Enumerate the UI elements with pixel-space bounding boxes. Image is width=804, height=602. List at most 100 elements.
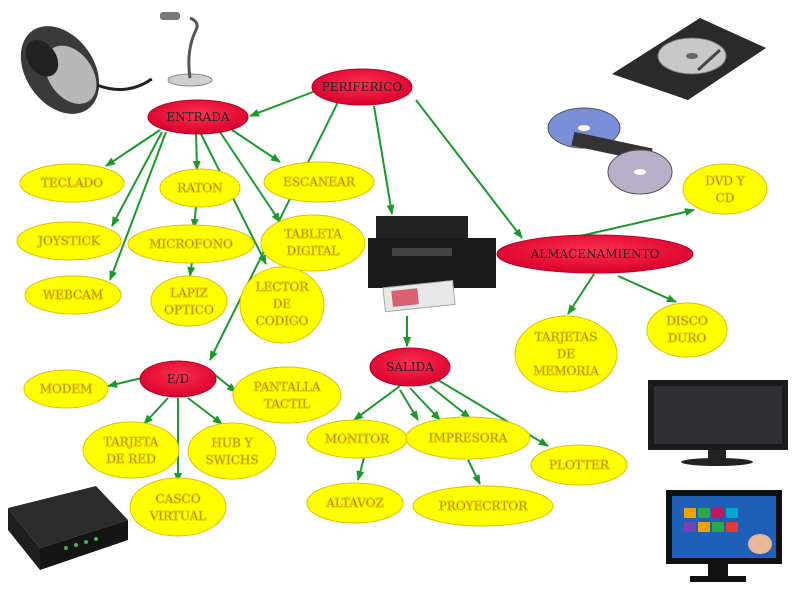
arrow-ed-hub (187, 397, 223, 425)
node-microfono: MICROFONO (127, 224, 255, 264)
node-salida-label: SALIDA (386, 360, 434, 374)
node-altavoz: ALTAVOZ (306, 482, 404, 524)
node-periferico-label: PERIFERICO (322, 80, 403, 94)
node-plotter: PLOTTER (530, 444, 628, 486)
node-dvd-cd: DVD Y CD (682, 163, 768, 215)
arrow-salida-impresora-3 (429, 385, 471, 419)
arrow-entrada-escanear (231, 129, 281, 163)
node-casco-label-2: VIRTUAL (149, 509, 207, 523)
node-lapiz-optico: LAPIZ OPTICO (150, 275, 228, 327)
arrow-almacenamiento-tarjetas (567, 273, 595, 315)
arrow-entrada-joystick (111, 131, 163, 227)
node-monitor-label: MONITOR (325, 432, 390, 446)
arrow-entrada-webcam (109, 131, 167, 281)
node-microfono-label: MICROFONO (149, 237, 233, 251)
node-disco-duro: DISCO DURO (646, 302, 728, 358)
node-almacenamiento: ALMACENAMIENTO (496, 234, 694, 274)
node-disco-label-1: DISCO (666, 314, 708, 328)
node-tarjetas-label-3: MEMORIA (533, 364, 599, 378)
node-modem-label: MODEM (40, 382, 93, 396)
arrow-entrada-raton (192, 131, 201, 171)
arrow-periferico-almacenamiento (415, 99, 523, 239)
arrow-salida-impresora (409, 387, 441, 421)
node-ed: E/D (139, 360, 217, 398)
arrow-monitor-altavoz (356, 457, 365, 481)
node-periferico: PERIFERICO (311, 68, 413, 106)
arrow-almacenamiento-disco (617, 275, 677, 303)
node-altavoz-label: ALTAVOZ (325, 496, 384, 510)
node-raton: RATON (159, 168, 241, 208)
node-escanear-label: ESCANEAR (283, 175, 356, 189)
node-tableta-label-2: DIGITAL (287, 244, 340, 258)
node-lector-label-3: CODIGO (256, 314, 309, 328)
node-pantalla-label-1: PANTALLA (254, 380, 321, 394)
node-webcam: WEBCAM (24, 275, 122, 315)
node-salida: SALIDA (369, 347, 451, 387)
arrow-entrada-teclado (105, 129, 161, 167)
mouse-image (20, 26, 153, 114)
optical-discs-image (547, 107, 673, 195)
node-webcam-label: WEBCAM (43, 288, 103, 302)
node-joystick-label: JOYSTICK (36, 234, 101, 248)
arrow-salida-impresora-2 (399, 389, 419, 421)
connector-arrows (105, 89, 695, 485)
microphone-image (160, 12, 213, 87)
node-proyector: PROYECRTOR (412, 485, 554, 527)
arrow-ed-pantalla (213, 373, 237, 393)
node-tarjetas-label-2: DE (557, 347, 575, 361)
node-joystick: JOYSTICK (16, 221, 122, 261)
node-teclado: TECLADO (19, 163, 125, 203)
modem-image (8, 486, 128, 570)
node-tarjeta-red-label-2: DE RED (106, 452, 156, 466)
node-tableta-label-1: TABLETA (284, 227, 342, 241)
node-entrada: ENTRADA (147, 99, 249, 135)
arrow-entrada-tableta (219, 131, 281, 223)
node-lector-label-1: LECTOR (256, 280, 310, 294)
node-tableta-digital: TABLETA DIGITAL (260, 214, 366, 272)
node-modem: MODEM (23, 369, 109, 409)
node-proyector-label: PROYECRTOR (439, 499, 528, 513)
touchscreen-image (666, 490, 782, 582)
node-escanear: ESCANEAR (263, 161, 375, 203)
node-monitor: MONITOR (306, 419, 408, 459)
node-lapiz-label-1: LAPIZ (170, 286, 208, 300)
node-impresora: IMPRESORA (405, 416, 531, 460)
node-ed-label: E/D (167, 372, 189, 386)
node-tarjetas-memoria: TARJETAS DE MEMORIA (514, 315, 618, 393)
node-casco-virtual: CASCO VIRTUAL (129, 477, 227, 537)
arrow-ed-tarjeta (143, 397, 169, 425)
node-hub-swichs: HUB Y SWICHS (187, 422, 277, 480)
hard-drive-image (612, 18, 766, 100)
arrow-raton-microfono (190, 205, 199, 229)
node-almacenamiento-label: ALMACENAMIENTO (530, 247, 660, 261)
node-casco-label-1: CASCO (155, 492, 200, 506)
node-tarjetas-label-1: TARJETAS (535, 330, 598, 344)
node-tarjeta-de-red: TARJETA DE RED (82, 421, 180, 479)
node-raton-label: RATON (177, 181, 222, 195)
arrow-impresora-proyector (467, 459, 481, 485)
node-lector-codigo: LECTOR DE CODIGO (239, 266, 325, 344)
node-entrada-label: ENTRADA (166, 110, 230, 124)
node-pantalla-tactil: PANTALLA TACTIL (232, 366, 342, 424)
node-tarjeta-red-label-1: TARJETA (104, 435, 159, 449)
node-disco-label-2: DURO (668, 331, 707, 345)
arrow-periferico-printer (373, 105, 395, 215)
node-hub-label-2: SWICHS (205, 453, 258, 467)
node-dvd-label-1: DVD Y (705, 174, 746, 188)
node-lapiz-label-2: OPTICO (164, 303, 214, 317)
arrow-periferico-entrada (249, 89, 319, 117)
arrow-almacenamiento-dvd (579, 208, 695, 237)
node-lector-label-2: DE (273, 297, 291, 311)
node-pantalla-label-2: TACTIL (264, 397, 310, 411)
node-plotter-label: PLOTTER (549, 458, 610, 472)
node-dvd-label-2: CD (716, 191, 735, 205)
node-hub-label-1: HUB Y (211, 436, 253, 450)
node-impresora-label: IMPRESORA (429, 431, 508, 445)
monitor-image (648, 380, 788, 466)
arrow-microfono-lapiz (187, 261, 196, 277)
arrow-salida-monitor (353, 385, 401, 421)
node-teclado-label: TECLADO (41, 176, 103, 190)
printer-image (368, 216, 496, 313)
arrow-ed-modem (107, 377, 143, 388)
